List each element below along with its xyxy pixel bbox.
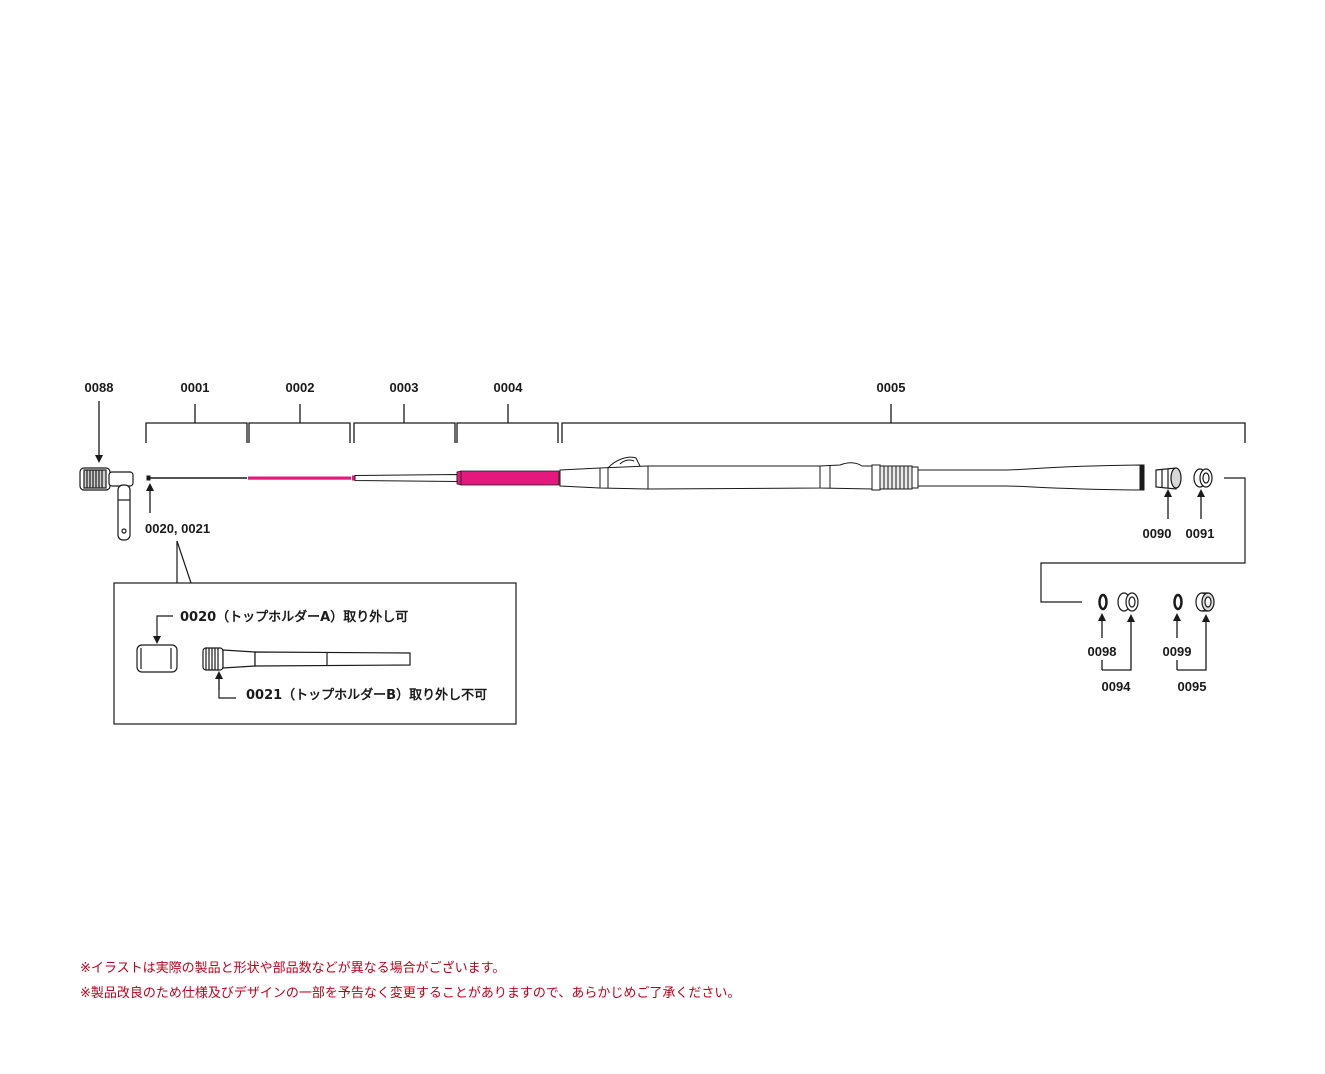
cap-0095 xyxy=(1195,592,1215,612)
arrow-0095 xyxy=(1177,614,1210,671)
arrow-0094 xyxy=(1102,614,1135,671)
bracket-0003 xyxy=(353,404,456,443)
section-brackets xyxy=(145,404,1246,443)
rod-blank xyxy=(146,456,1145,491)
top-holder-b xyxy=(202,647,411,671)
bracket-0002 xyxy=(248,404,351,443)
detail-box: 0020（トップホルダーA）取り外し可 0021（トップホルダーB）取り外し不可 xyxy=(113,582,517,725)
o-ring-0098 xyxy=(1098,593,1108,611)
bracket-0001 xyxy=(145,404,248,443)
bracket-0005 xyxy=(561,404,1246,443)
disclaimer-note-1: ※イラストは実際の製品と形状や部品数などが異なる場合がございます。 xyxy=(80,961,506,976)
part-label-0099: 0099 xyxy=(1163,644,1192,659)
part-label-0094: 0094 xyxy=(1102,679,1132,694)
hook-keeper-0088 xyxy=(79,467,134,541)
section-0002-shaft xyxy=(248,476,351,480)
top-holder-a xyxy=(136,644,178,673)
callout-pointer xyxy=(176,540,192,584)
bracket-0004 xyxy=(456,404,559,443)
part-label-0090: 0090 xyxy=(1143,526,1172,541)
detail-label-holder-a: 0020（トップホルダーA）取り外し可 xyxy=(180,609,408,625)
part-label-0020-0021: 0020, 0021 xyxy=(145,521,210,536)
part-label-0003: 0003 xyxy=(390,380,419,395)
disclaimer-note-2: ※製品改良のため仕様及びデザインの一部を予告なく変更することがありますので、あら… xyxy=(80,986,741,1001)
part-label-0088: 0088 xyxy=(85,380,114,395)
part-label-0004: 0004 xyxy=(494,380,524,395)
section-0004-shaft xyxy=(456,470,560,486)
part-label-0091: 0091 xyxy=(1186,526,1215,541)
cap-0094 xyxy=(1117,592,1139,612)
part-label-0005: 0005 xyxy=(877,380,906,395)
part-label-0001: 0001 xyxy=(181,380,210,395)
o-ring-0099 xyxy=(1173,593,1183,611)
part-label-0095: 0095 xyxy=(1178,679,1207,694)
alt-parts-connector xyxy=(1040,477,1246,603)
part-label-0002: 0002 xyxy=(286,380,315,395)
ring-0091 xyxy=(1193,468,1213,488)
gimbal-cap-0090 xyxy=(1155,467,1182,490)
detail-label-holder-b: 0021（トップホルダーB）取り外し不可 xyxy=(246,687,487,703)
part-label-0098: 0098 xyxy=(1088,644,1117,659)
